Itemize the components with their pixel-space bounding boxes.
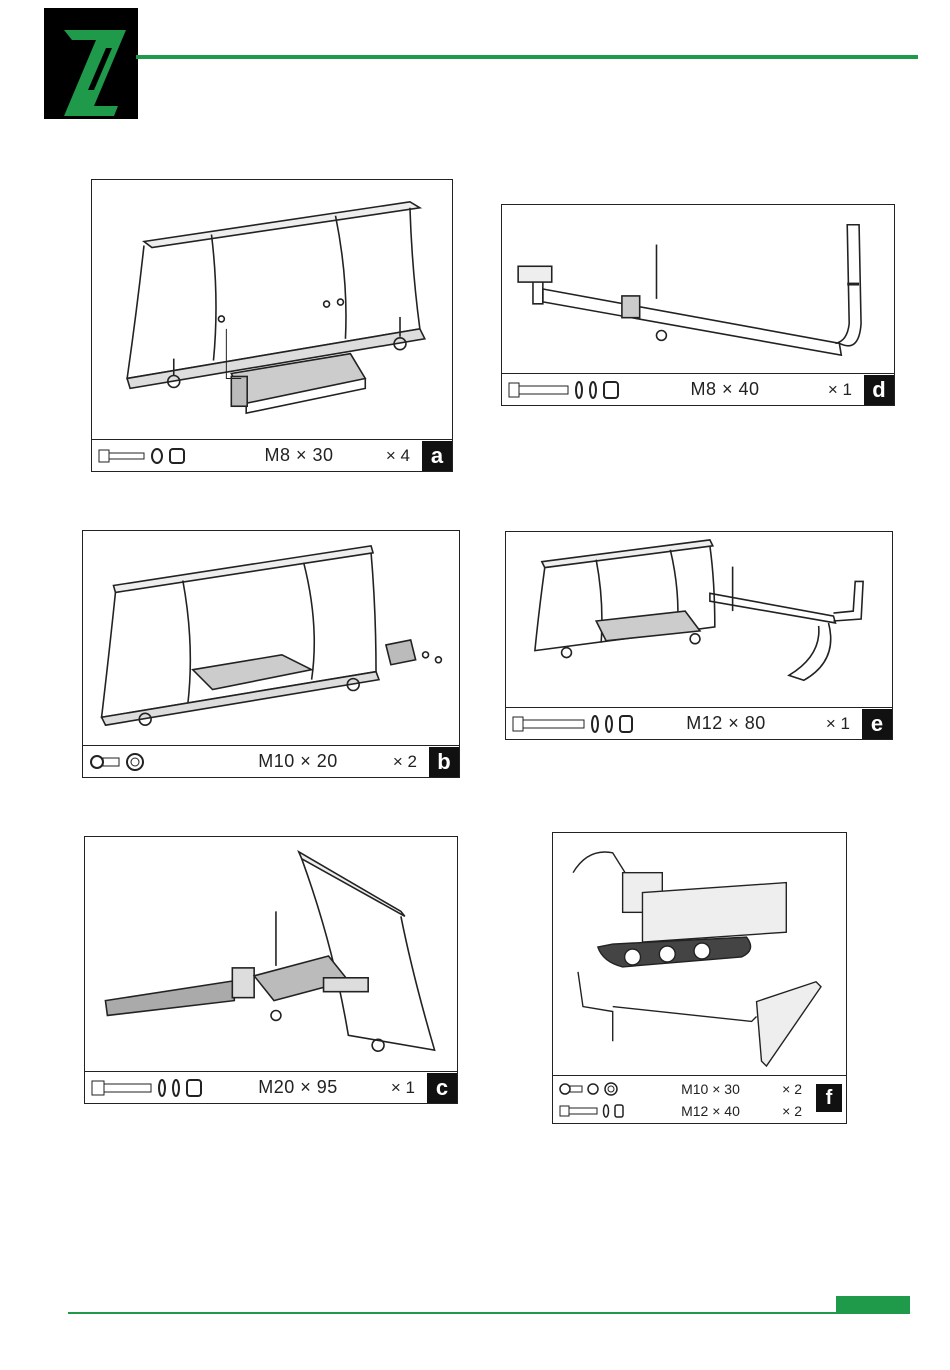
hardware-legend: M8 × 30 × 4 a bbox=[92, 439, 452, 471]
washer-icon bbox=[590, 714, 600, 734]
legend-row-1: M10 × 30 × 2 bbox=[553, 1078, 806, 1100]
hardware-icons bbox=[506, 714, 662, 734]
step-letter: d bbox=[864, 375, 894, 405]
nut-icon bbox=[618, 714, 634, 734]
bolt-icon bbox=[559, 1104, 599, 1118]
bolt-quantity: × 2 bbox=[752, 1103, 806, 1119]
push-arm-illustration bbox=[502, 205, 894, 373]
bolt-quantity: × 4 bbox=[350, 446, 422, 466]
bolt-spec: M12 × 80 bbox=[662, 713, 790, 734]
hardware-legend: M20 × 95 × 1 c bbox=[85, 1071, 457, 1103]
hardware-icons bbox=[502, 380, 658, 400]
hardware-icons bbox=[553, 1081, 669, 1097]
step-letter: f bbox=[816, 1084, 842, 1112]
washer-icon bbox=[603, 1081, 619, 1097]
bolt-icon bbox=[91, 1079, 153, 1097]
panel-c: M20 × 95 × 1 c bbox=[84, 836, 458, 1104]
brand-logo bbox=[44, 8, 138, 119]
nut-icon bbox=[168, 447, 186, 465]
nut-icon bbox=[613, 1103, 625, 1119]
hardware-legend: M8 × 40 × 1 d bbox=[502, 373, 894, 405]
hardware-icons bbox=[553, 1103, 669, 1119]
header-rule bbox=[136, 55, 918, 59]
hardware-legend: M10 × 20 × 2 b bbox=[83, 745, 459, 777]
bolt-icon bbox=[559, 1082, 583, 1096]
blade-bracket-illustration bbox=[83, 531, 459, 745]
bolt-quantity: × 1 bbox=[790, 714, 862, 734]
footer-rule bbox=[68, 1312, 910, 1314]
step-letter: c bbox=[427, 1073, 457, 1103]
step-letter: b bbox=[429, 747, 459, 777]
hardware-icons bbox=[85, 1078, 241, 1098]
nut-icon bbox=[185, 1078, 203, 1098]
panel-d: M8 × 40 × 1 d bbox=[501, 204, 895, 406]
washer-icon bbox=[171, 1078, 181, 1098]
washer-icon bbox=[604, 714, 614, 734]
washer-icon bbox=[586, 1082, 600, 1096]
bolt-spec: M8 × 30 bbox=[248, 445, 350, 466]
panel-a: M8 × 30 × 4 a bbox=[91, 179, 453, 472]
bolt-quantity: × 2 bbox=[357, 752, 429, 772]
panel-b: M10 × 20 × 2 b bbox=[82, 530, 460, 778]
bolt-spec: M10 × 20 bbox=[239, 751, 357, 772]
step-letter: a bbox=[422, 441, 452, 471]
hardware-legend: M10 × 30 × 2 M12 × 40 × 2 f bbox=[553, 1075, 846, 1123]
bolt-spec: M10 × 30 bbox=[669, 1081, 752, 1097]
washer-icon bbox=[588, 380, 598, 400]
bolt-icon bbox=[512, 715, 586, 733]
bolt-spec: M12 × 40 bbox=[669, 1103, 752, 1119]
panel-e: M12 × 80 × 1 e bbox=[505, 531, 893, 740]
washer-icon bbox=[157, 1078, 167, 1098]
step-letter: e bbox=[862, 709, 892, 739]
hardware-legend: M12 × 80 × 1 e bbox=[506, 707, 892, 739]
washer-icon bbox=[602, 1103, 610, 1119]
bolt-icon bbox=[508, 381, 570, 399]
bolt-quantity: × 1 bbox=[355, 1078, 427, 1098]
blade-assembly-illustration bbox=[506, 532, 892, 707]
washer-icon bbox=[150, 447, 164, 465]
blade-frame-illustration bbox=[92, 180, 452, 439]
hardware-icons bbox=[83, 752, 239, 772]
blade-arm-illustration bbox=[85, 837, 457, 1071]
washer-icon bbox=[125, 752, 145, 772]
tracked-carrier-illustration bbox=[553, 833, 846, 1075]
nut-icon bbox=[602, 380, 620, 400]
bolt-spec: M8 × 40 bbox=[658, 379, 792, 400]
bolt-spec: M20 × 95 bbox=[241, 1077, 355, 1098]
panel-f: M10 × 30 × 2 M12 × 40 × 2 f bbox=[552, 832, 847, 1124]
bolt-quantity: × 2 bbox=[752, 1081, 806, 1097]
bolt-icon bbox=[98, 448, 146, 464]
hardware-icons bbox=[92, 447, 248, 465]
bolt-icon bbox=[89, 753, 121, 771]
washer-icon bbox=[574, 380, 584, 400]
legend-row-2: M12 × 40 × 2 bbox=[553, 1100, 806, 1122]
bolt-quantity: × 1 bbox=[792, 380, 864, 400]
